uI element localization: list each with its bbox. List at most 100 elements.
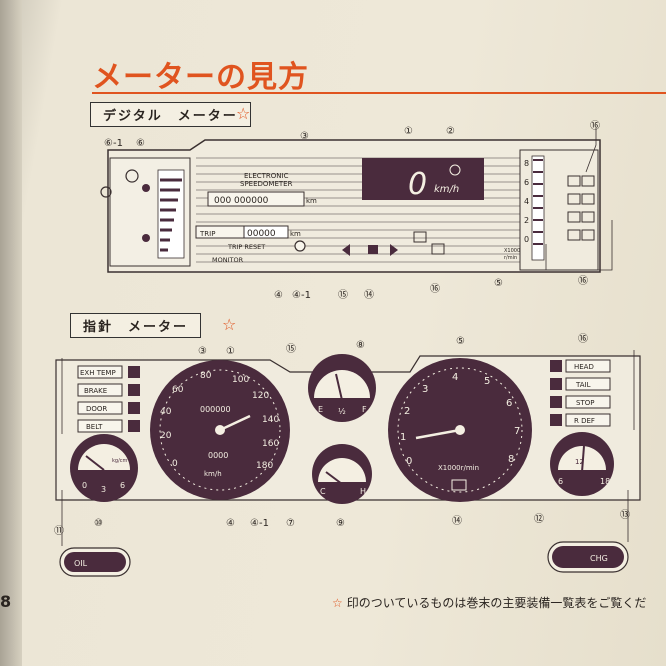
- warn-brake: BRAKE: [84, 387, 107, 395]
- speedo-unit: km/h: [204, 470, 222, 478]
- digital-meter-diagram: ELECTRONIC SPEEDOMETER 000 000000 km TRI…: [100, 120, 613, 300]
- light-stop: STOP: [576, 399, 594, 407]
- trip-digits-box: [243, 225, 289, 239]
- speedometer-label-2: SPEEDOMETER: [240, 180, 293, 188]
- book-spine: [0, 0, 22, 666]
- trip-label: TRIP: [199, 230, 215, 238]
- tach-a-0: 0: [406, 456, 412, 467]
- warn-door: DOOR: [86, 405, 107, 413]
- callout-5: ⑤: [494, 278, 503, 289]
- digital-callouts: ① ② ③ ④ ④-1 ⑤ ⑥ ⑥-1 ⑭ ⑮ ⑯ ⑯ ⑯: [104, 120, 600, 300]
- voltmeter-gauge: [550, 432, 614, 496]
- digital-star: ☆: [236, 104, 251, 123]
- tach-a-6: 6: [506, 398, 512, 409]
- tach-unit-1: X1000: [504, 248, 520, 254]
- tach-a-4: 4: [452, 372, 458, 383]
- speedo-tick-60: 60: [172, 385, 184, 395]
- oil-pressure-gauge: [70, 434, 138, 502]
- fuel-f: F: [362, 405, 367, 414]
- page-number: 8: [0, 592, 12, 611]
- digital-section-label: デジタル メーター: [90, 102, 251, 127]
- trip-unit: km: [290, 230, 301, 238]
- chg-box-label: CHG: [590, 554, 608, 563]
- light-head: HEAD: [574, 363, 594, 371]
- odometer-unit: km: [306, 197, 317, 205]
- speedo-odo: 000000: [200, 405, 231, 414]
- tach-a-8: 8: [508, 454, 514, 465]
- oil-tick-6: 6: [120, 481, 125, 490]
- speedometer-gauge: [150, 360, 290, 500]
- lamp-callout-lines: [545, 128, 613, 271]
- warning-icon-a: [431, 243, 445, 255]
- speed-unit: km/h: [434, 184, 459, 195]
- fuel-icon: [142, 184, 150, 192]
- callout-16-top: ⑯: [590, 120, 600, 132]
- left-knob-bottom: [100, 186, 112, 198]
- analog-section-label: 指針 メーター: [70, 313, 202, 338]
- a-callout-4-1: ④-1: [250, 518, 269, 529]
- speedo-tick-140: 140: [262, 415, 279, 425]
- a-callout-11: ⑪: [54, 525, 64, 537]
- footnote-text: 印のついているものは巻末の主要装備一覧表をご覧くだ: [346, 596, 647, 610]
- a-callout-12: ⑫: [534, 513, 544, 525]
- analog-star: ☆: [222, 315, 237, 334]
- tach-tick-8: 8: [524, 159, 529, 168]
- light-r-def: R DEF: [574, 417, 595, 425]
- speedometer-label-1: ELECTRONIC: [244, 172, 289, 180]
- right-warning-lights: [550, 359, 611, 427]
- tach-a-7: 7: [514, 426, 520, 437]
- oil-tick-0: 0: [82, 481, 87, 490]
- tach-a-1: 1: [400, 432, 406, 443]
- heading-rule: [92, 92, 666, 94]
- volt-12: 12: [575, 458, 584, 466]
- temp-h: H: [360, 487, 366, 496]
- callout-15: ⑮: [338, 289, 348, 300]
- speedo-tick-20: 20: [160, 431, 172, 441]
- speedo-tick-0: 0: [172, 459, 178, 469]
- temp-gauge: [312, 444, 372, 504]
- a-callout-10: ⑩: [94, 518, 103, 529]
- volt-6: 6: [558, 477, 563, 486]
- volt-18: 18: [600, 477, 610, 486]
- trip-reset-label: TRIP RESET: [227, 243, 265, 251]
- warn-exh-temp: EXH TEMP: [80, 369, 116, 377]
- a-callout-4: ④: [226, 518, 235, 529]
- speed-indicator: [449, 164, 461, 176]
- trip-digits: 00000: [247, 229, 276, 239]
- high-beam-icon: [413, 231, 427, 243]
- a-callout-3: ③: [198, 346, 207, 357]
- a-callout-9: ⑨: [336, 518, 345, 529]
- speed-value: 0: [408, 167, 427, 202]
- analog-callout-lines: [61, 350, 635, 546]
- turn-signal-icons: [342, 244, 398, 256]
- tachometer-gauge: [388, 358, 532, 502]
- fuel-gauge: [308, 354, 376, 422]
- speedo-tick-180: 180: [256, 461, 273, 471]
- oil-icon: [142, 234, 150, 242]
- tach-a-5: 5: [484, 376, 490, 387]
- callout-6: ⑥: [136, 138, 145, 149]
- callout-14: ⑭: [364, 289, 374, 300]
- a-callout-16: ⑯: [578, 333, 588, 345]
- left-bar-graph: [157, 169, 185, 259]
- light-tail: TAIL: [575, 381, 591, 389]
- speedo-tick-80: 80: [200, 371, 212, 381]
- callout-16-low: ⑯: [578, 275, 588, 287]
- tach-unit-2: r/min: [504, 255, 517, 261]
- tach-tick-2: 2: [524, 216, 529, 225]
- temp-c: C: [320, 487, 326, 496]
- fuel-half: ½: [338, 407, 346, 416]
- callout-6-1: ⑥-1: [104, 138, 123, 149]
- a-callout-1: ①: [226, 346, 235, 357]
- callout-4: ④: [274, 290, 283, 300]
- page-heading: メーターの見方: [92, 60, 309, 95]
- callout-16-mid: ⑯: [430, 283, 440, 295]
- oil-box-label: OIL: [74, 559, 88, 568]
- right-tach-bar: [531, 155, 545, 261]
- callout-3: ③: [300, 131, 309, 142]
- analog-meter-diagram: EXH TEMP BRAKE DOOR BELT 0 3 6 kg/cm² 0 …: [54, 333, 641, 577]
- a-callout-13: ⑬: [620, 509, 630, 521]
- speedo-tick-120: 120: [252, 391, 269, 401]
- callout-4-1: ④-1: [292, 290, 311, 300]
- a-callout-8: ⑧: [356, 340, 365, 351]
